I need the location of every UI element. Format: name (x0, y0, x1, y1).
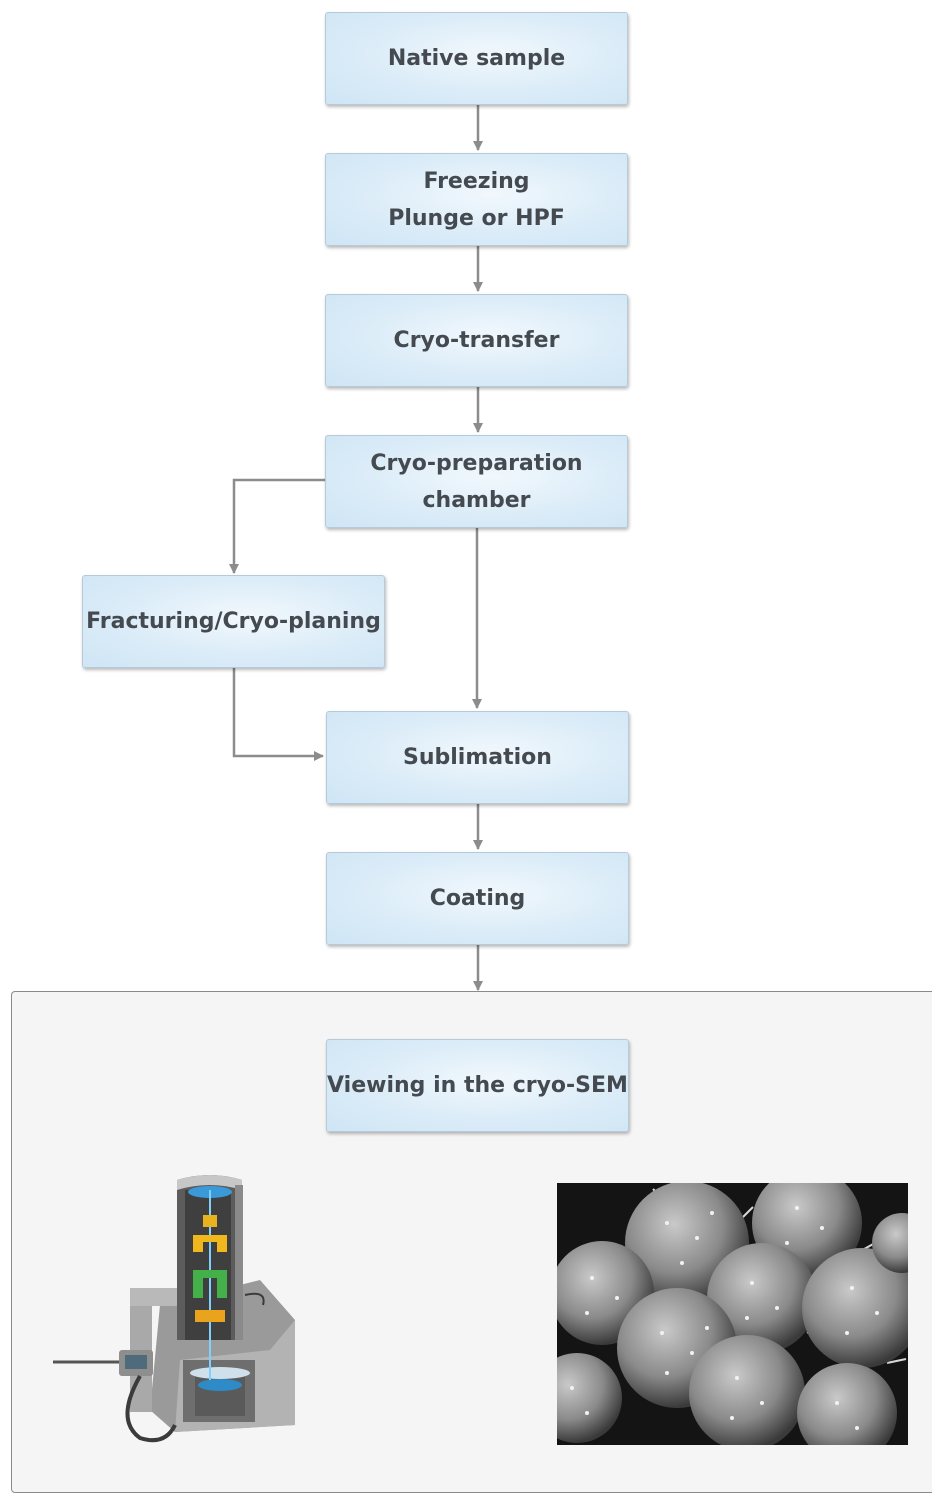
coating-label: Coating (429, 886, 526, 911)
freezing-label: Freezing (423, 168, 530, 194)
sem-micrograph (557, 1183, 908, 1445)
arrow-fracturing-to-sublimation (232, 668, 324, 761)
viewing-label: Viewing in the cryo-SEM (327, 1073, 628, 1098)
fracturing-label: Fracturing/Cryo-planing (86, 609, 381, 634)
sublimation-box: Sublimation (326, 711, 629, 804)
freezing-box: Freezing Plunge or HPF (325, 153, 628, 246)
freezing-method-label: Plunge or HPF (388, 205, 565, 231)
fracturing-box: Fracturing/Cryo-planing (82, 575, 385, 668)
native-sample-label: Native sample (387, 46, 566, 71)
cryo-transfer-box: Cryo-transfer (325, 294, 628, 387)
viewing-box: Viewing in the cryo-SEM (326, 1039, 629, 1132)
cryo-preparation-box: Cryo-preparation chamber (325, 435, 628, 528)
native-sample-box: Native sample (325, 12, 628, 105)
sublimation-label: Sublimation (403, 745, 552, 770)
cryo-preparation-label: Cryo-preparation (370, 450, 583, 476)
cryo-sem-instrument-illustration (53, 1175, 295, 1443)
coating-box: Coating (326, 852, 629, 945)
arrow-prep-to-fracturing (229, 478, 325, 574)
cryo-preparation-chamber-label: chamber (422, 487, 531, 513)
cryo-transfer-label: Cryo-transfer (393, 328, 560, 353)
